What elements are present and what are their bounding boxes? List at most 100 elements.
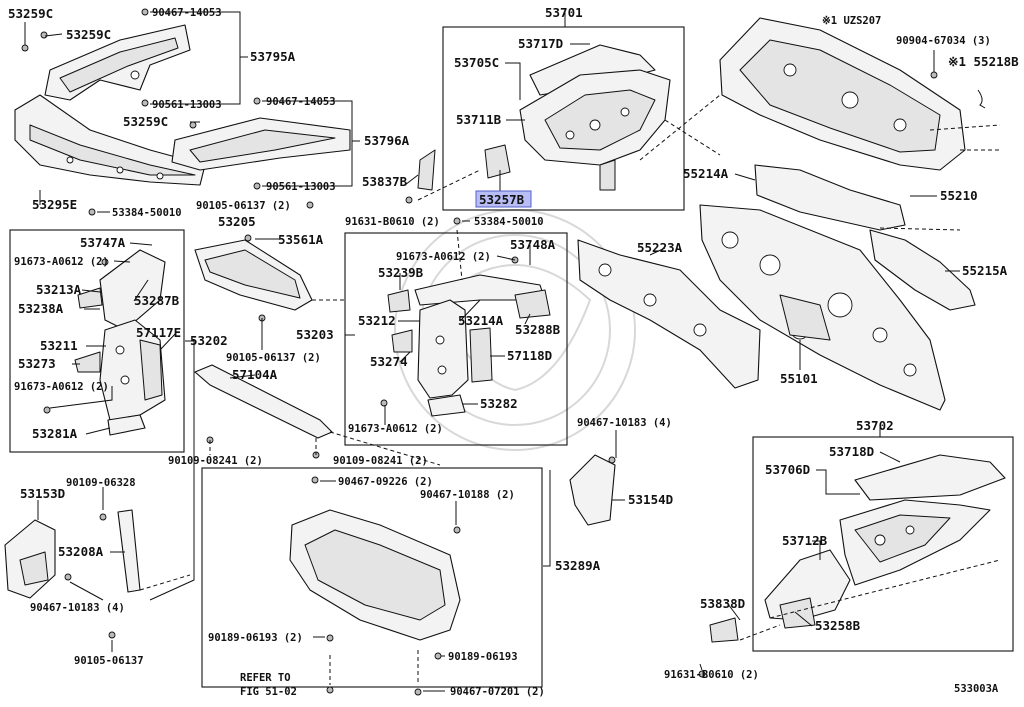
part-labels: 53259C 53259C 90467-14053 53795A 90561-1… bbox=[8, 5, 1019, 698]
label-55218B: ※1 55218B bbox=[948, 54, 1019, 69]
label-53718D: 53718D bbox=[829, 444, 874, 459]
label-90109-08241-2b: 90109-08241 (2) bbox=[333, 455, 428, 467]
label-90189-06193-2: 90189-06193 (2) bbox=[208, 632, 303, 644]
label-53384-50010-a: 53384-50010 bbox=[112, 207, 182, 219]
label-53205: 53205 bbox=[218, 214, 256, 229]
dashed-connectors bbox=[139, 94, 1001, 685]
label-90467-07201: 90467-07201 (2) bbox=[450, 686, 545, 698]
label-90467-10183-4a: 90467-10183 (4) bbox=[577, 417, 672, 429]
label-53838D: 53838D bbox=[700, 596, 745, 611]
label-57117E: 57117E bbox=[136, 325, 181, 340]
label-53748A: 53748A bbox=[510, 237, 556, 252]
part-53701-assembly-shape bbox=[405, 44, 671, 204]
label-53702: 53702 bbox=[856, 418, 894, 433]
label-53258B: 53258B bbox=[815, 618, 861, 633]
label-90467-10188: 90467-10188 (2) bbox=[420, 489, 515, 501]
label-53701: 53701 bbox=[545, 5, 583, 20]
label-53384-50010-b: 53384-50010 bbox=[474, 216, 544, 228]
label-53287B: 53287B bbox=[134, 293, 180, 308]
label-53211: 53211 bbox=[40, 338, 78, 353]
label-53282: 53282 bbox=[480, 396, 518, 411]
label-53711B: 53711B bbox=[456, 112, 502, 127]
label-91631-B0610-2b: 91631-B0610 (2) bbox=[664, 669, 759, 681]
label-53154D: 53154D bbox=[628, 492, 673, 507]
label-90189-06193: 90189-06193 bbox=[448, 651, 518, 663]
label-90105-06137-2a: 90105-06137 (2) bbox=[196, 200, 291, 212]
label-91673-A0612-2d: 91673-A0612 (2) bbox=[348, 423, 443, 435]
group-box-53701 bbox=[442, 26, 685, 211]
part-53289A-shape bbox=[289, 476, 461, 696]
label-90561-13003-b: 90561-13003 bbox=[266, 181, 336, 193]
label-53281A: 53281A bbox=[32, 426, 78, 441]
label-53208A: 53208A bbox=[58, 544, 104, 559]
part-53202-assembly-shape bbox=[43, 249, 166, 436]
part-53203-assembly-shape bbox=[380, 256, 551, 417]
label-53259C-top: 53259C bbox=[8, 6, 53, 21]
part-53795A-shape bbox=[44, 24, 191, 101]
label-90105-06137-2b: 90105-06137 (2) bbox=[226, 352, 321, 364]
part-55215A-shape bbox=[869, 229, 976, 311]
label-57118D: 57118D bbox=[507, 348, 552, 363]
label-90561-13003-a: 90561-13003 bbox=[152, 99, 222, 111]
label-53295E: 53295E bbox=[32, 197, 77, 212]
label-53712B: 53712B bbox=[782, 533, 828, 548]
label-53214A: 53214A bbox=[458, 313, 504, 328]
part-53153D-shape bbox=[4, 509, 141, 639]
label-53837B: 53837B bbox=[362, 174, 408, 189]
label-refer-to: REFER TO bbox=[240, 672, 291, 684]
label-91673-A0612-2c: 91673-A0612 (2) bbox=[396, 251, 491, 263]
part-55223A-shape bbox=[577, 239, 761, 389]
fastener-markers bbox=[21, 8, 461, 322]
label-53274: 53274 bbox=[370, 354, 408, 369]
label-fig-51-02: FIG 51-02 bbox=[240, 686, 297, 698]
label-90467-09226: 90467-09226 (2) bbox=[338, 476, 433, 488]
group-box-53202 bbox=[9, 229, 185, 453]
part-55210-shape bbox=[719, 17, 986, 231]
label-53239B: 53239B bbox=[378, 265, 424, 280]
label-90467-14053-a: 90467-14053 bbox=[152, 7, 222, 19]
label-53212: 53212 bbox=[358, 313, 396, 328]
label-53747A: 53747A bbox=[80, 235, 126, 250]
label-90467-14053-b: 90467-14053 bbox=[266, 96, 336, 108]
part-53295E-shape bbox=[14, 94, 206, 186]
label-53289A: 53289A bbox=[555, 558, 601, 573]
label-53288B: 53288B bbox=[515, 322, 561, 337]
label-53238A: 53238A bbox=[18, 301, 64, 316]
label-55223A: 55223A bbox=[637, 240, 683, 255]
part-53205-shape bbox=[194, 239, 313, 311]
label-55101: 55101 bbox=[780, 371, 818, 386]
label-90467-10183-4b: 90467-10183 (4) bbox=[30, 602, 125, 614]
label-53795A: 53795A bbox=[250, 49, 296, 64]
label-53706D: 53706D bbox=[765, 462, 810, 477]
label-53202: 53202 bbox=[190, 333, 228, 348]
part-53796A-shape bbox=[171, 117, 351, 171]
label-53705C: 53705C bbox=[454, 55, 499, 70]
label-53259C-low: 53259C bbox=[123, 114, 168, 129]
label-91673-A0612-2a: 91673-A0612 (2) bbox=[14, 256, 109, 268]
part-55101-shape bbox=[699, 204, 946, 411]
label-55210: 55210 bbox=[940, 188, 978, 203]
label-53257B: 53257B bbox=[479, 192, 525, 207]
label-53796A: 53796A bbox=[364, 133, 410, 148]
highlight-53257B bbox=[475, 190, 532, 208]
label-53259C-mid: 53259C bbox=[66, 27, 111, 42]
label-90105-06137: 90105-06137 bbox=[74, 655, 144, 667]
part-53154D-shape bbox=[569, 454, 616, 526]
group-box-53203 bbox=[344, 232, 568, 446]
label-90109-06328: 90109-06328 bbox=[66, 477, 136, 489]
group-box-53702 bbox=[752, 436, 1014, 652]
label-90904-67034: 90904-67034 (3) bbox=[896, 35, 991, 47]
part-57104A-shape bbox=[194, 364, 333, 459]
label-55214A: 55214A bbox=[683, 166, 729, 181]
label-53717D: 53717D bbox=[518, 36, 563, 51]
figure-id: 533003A bbox=[954, 683, 999, 695]
label-53203: 53203 bbox=[296, 327, 334, 342]
label-57104A: 57104A bbox=[232, 367, 278, 382]
label-53561A: 53561A bbox=[278, 232, 324, 247]
part-53702-assembly-shape bbox=[698, 454, 1006, 678]
label-variant-note: ※1 UZS207 bbox=[822, 15, 881, 27]
label-91631-B0610-2a: 91631-B0610 (2) bbox=[345, 216, 440, 228]
label-91673-A0612-2b: 91673-A0612 (2) bbox=[14, 381, 109, 393]
